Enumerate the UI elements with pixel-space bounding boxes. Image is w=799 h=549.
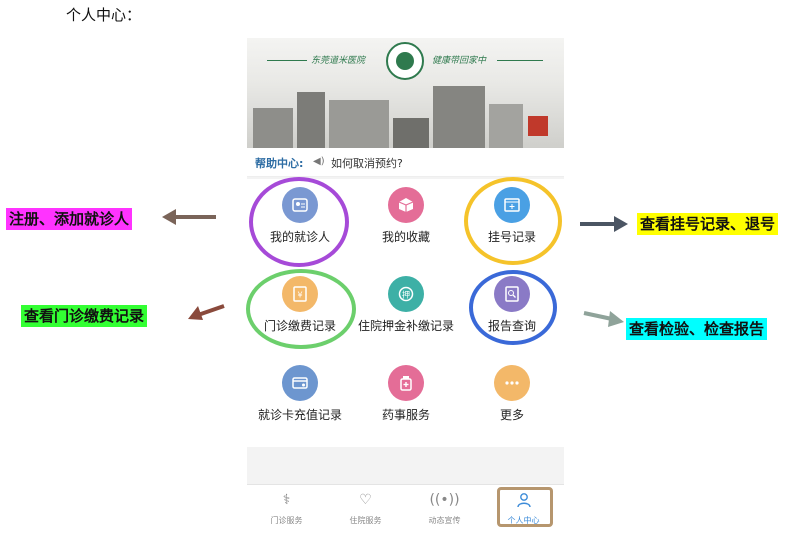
building-shape	[433, 86, 485, 148]
hospital-emblem-icon	[386, 42, 424, 80]
tab-label: 动态宣传	[428, 516, 461, 525]
bottom-tab-bar: ⚕ 门诊服务 ♡ 住院服务 ((•)) 动态宣传 个人中心	[247, 484, 564, 534]
grid-item-label: 就诊卡充值记录	[257, 408, 342, 422]
grid-item-favorites[interactable]: 我的收藏	[353, 179, 459, 268]
help-center-bar[interactable]: 帮助中心: ◀) 如何取消预约?	[247, 148, 564, 177]
building-shape	[253, 108, 293, 148]
building-shape	[393, 118, 429, 148]
grid-item-deposit-records[interactable]: 押 住院押金补缴记录	[353, 268, 459, 357]
banner-rule-left	[267, 60, 307, 61]
arrow-right-registration	[580, 216, 628, 232]
highlight-ring-report	[469, 270, 557, 345]
tab-label: 门诊服务	[270, 516, 303, 525]
tab-inpatient[interactable]: ♡ 住院服务	[326, 485, 405, 534]
grid-item-label: 更多	[499, 408, 524, 422]
building-shape	[329, 100, 389, 148]
callout-payment-records: 查看门诊缴费记录	[21, 305, 148, 327]
banner-left-text: 东莞道米医院	[311, 56, 366, 66]
grid-item-label: 药事服务	[381, 408, 430, 422]
highlight-ring-patients	[249, 177, 349, 267]
tab-label: 个人中心	[507, 516, 540, 525]
heart-icon: ♡	[359, 492, 372, 508]
medicine-icon	[388, 365, 424, 401]
grid-item-label: 住院押金补缴记录	[357, 319, 454, 333]
svg-text:押: 押	[402, 290, 410, 300]
box-icon	[388, 187, 424, 223]
seal-stamp	[528, 116, 548, 136]
tab-personal-center[interactable]: 个人中心	[484, 485, 563, 534]
highlight-ring-registration	[464, 177, 562, 265]
broadcast-icon: ((•))	[429, 492, 460, 508]
hospital-banner: 东莞道米医院 健康带回家中	[247, 38, 564, 148]
arrow-left-payment	[188, 304, 225, 320]
tab-outpatient[interactable]: ⚕ 门诊服务	[247, 485, 326, 534]
user-icon	[484, 492, 563, 512]
document-heading: 个人中心：	[66, 6, 142, 24]
personal-center-highlight-box	[497, 487, 553, 527]
arrow-left-patients	[162, 209, 216, 225]
callout-reports: 查看检验、检查报告	[626, 318, 768, 340]
deposit-icon: 押	[388, 276, 424, 312]
tab-label: 住院服务	[349, 516, 382, 525]
grid-item-more[interactable]: 更多	[459, 357, 564, 446]
banner-rule-right	[497, 60, 543, 61]
grid-item-label: 我的收藏	[381, 230, 430, 244]
card-icon	[282, 365, 318, 401]
arrow-right-report	[583, 311, 624, 327]
building-shape	[489, 104, 523, 148]
more-icon	[494, 365, 530, 401]
building-shape	[297, 92, 325, 148]
help-center-text[interactable]: 如何取消预约?	[331, 157, 403, 170]
help-center-label: 帮助中心:	[255, 157, 304, 170]
grid-item-pharmacy[interactable]: 药事服务	[353, 357, 459, 446]
speaker-icon: ◀)	[313, 156, 325, 167]
callout-registration-records: 查看挂号记录、退号	[637, 213, 779, 235]
tab-news[interactable]: ((•)) 动态宣传	[405, 485, 484, 534]
highlight-ring-payment	[246, 269, 356, 349]
grid-item-card-topup[interactable]: 就诊卡充值记录	[247, 357, 353, 446]
callout-register-patient: 注册、添加就诊人	[6, 208, 133, 230]
stethoscope-icon: ⚕	[282, 492, 291, 508]
banner-right-text: 健康带回家中	[432, 56, 487, 66]
